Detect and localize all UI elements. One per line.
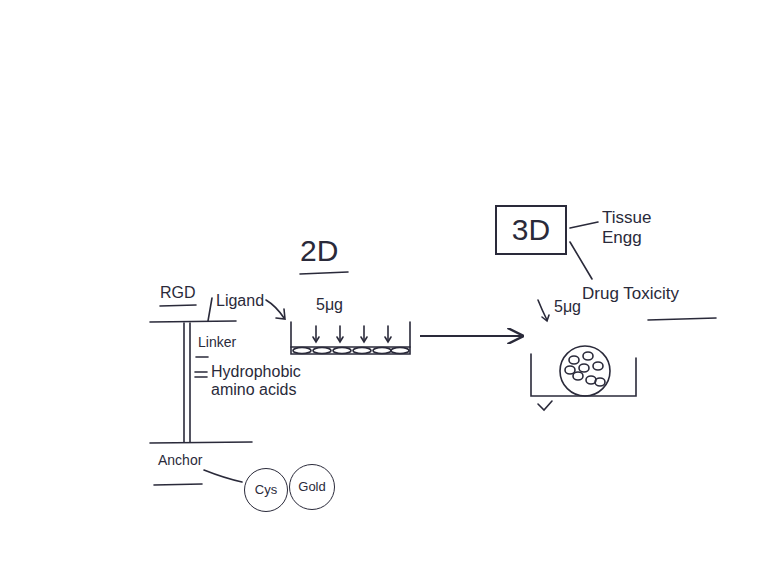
heading-2d: 2D xyxy=(300,234,338,269)
well-drawing xyxy=(528,296,640,402)
culture-well-2d: 5μg xyxy=(288,296,414,360)
part-label: Linker xyxy=(198,334,236,350)
node-text: 5μg xyxy=(316,296,343,314)
part-label: Anchor xyxy=(158,452,202,468)
flow-arrow xyxy=(420,335,522,337)
part-label: Ligand xyxy=(216,292,264,310)
node-text: 3D xyxy=(512,213,550,248)
cys-circle: Cys xyxy=(244,468,288,512)
peptide-label: RGD xyxy=(160,284,196,302)
culture-well-3d: 5μg xyxy=(528,296,640,402)
part-note: Hydrophobic amino acids xyxy=(211,363,329,400)
boxed-heading: 3D xyxy=(495,205,567,255)
well-drawing xyxy=(288,296,414,360)
application-label: Tissue Engg xyxy=(602,208,674,247)
node-text: 5μg xyxy=(554,298,581,316)
application-label: Drug Toxicity xyxy=(582,284,679,304)
node-text: Cys xyxy=(255,483,277,498)
node-text: Gold xyxy=(298,480,325,495)
gold-circle: Gold xyxy=(289,464,335,510)
